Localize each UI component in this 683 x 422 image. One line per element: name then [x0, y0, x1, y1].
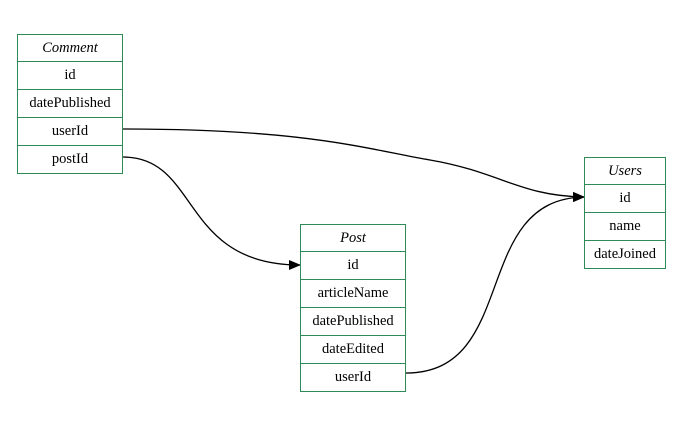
- field-name: name: [585, 212, 665, 240]
- edge-comment-postid-to-post-id: [122, 156, 301, 270]
- field-datepublished: datePublished: [18, 89, 122, 117]
- field-datepublished: datePublished: [301, 307, 405, 335]
- field-userid: userId: [301, 363, 405, 391]
- entity-post[interactable]: Post id articleName datePublished dateEd…: [300, 224, 406, 392]
- edge-post-userid-to-users-id: [405, 192, 585, 374]
- field-articlename: articleName: [301, 279, 405, 307]
- field-id: id: [301, 251, 405, 279]
- edge-comment-userid-to-users-id: [122, 128, 585, 202]
- entity-comment[interactable]: Comment id datePublished userId postId: [17, 34, 123, 174]
- field-userid: userId: [18, 117, 122, 145]
- entity-users[interactable]: Users id name dateJoined: [584, 157, 666, 269]
- entity-title: Comment: [42, 40, 98, 56]
- field-postid: postId: [18, 145, 122, 173]
- field-datejoined: dateJoined: [585, 240, 665, 268]
- entity-title: Post: [340, 230, 366, 246]
- entity-title: Users: [608, 163, 642, 179]
- field-id: id: [18, 61, 122, 89]
- field-dateedited: dateEdited: [301, 335, 405, 363]
- field-id: id: [585, 184, 665, 212]
